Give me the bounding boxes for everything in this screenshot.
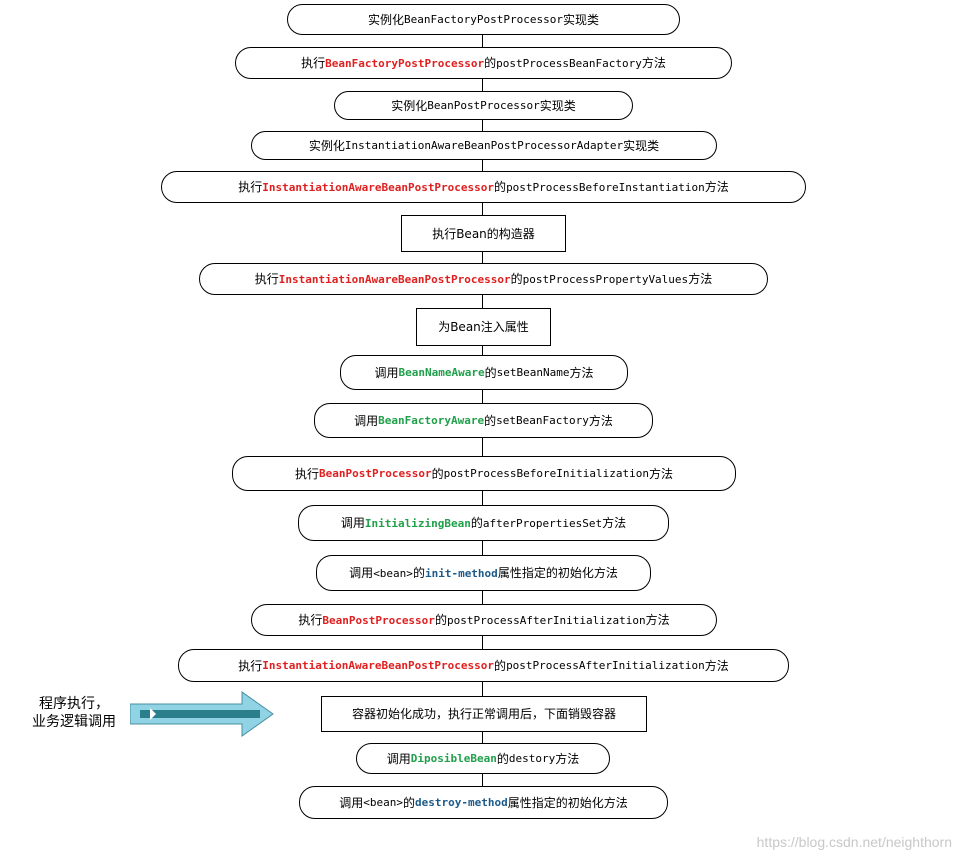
flow-step-11-text-5: 方法 [648, 466, 673, 481]
flow-step-14-text-4: postProcessAfterInitialization [446, 613, 646, 627]
flow-step-18-text-1: 调用 [339, 795, 364, 810]
side-note-line-2: 业务逻辑调用 [32, 714, 116, 730]
flow-step-2-text-2: BeanFactoryPostProcessor [325, 56, 485, 70]
flow-step-15-text-2: InstantiationAwareBeanPostProcessor [262, 659, 495, 672]
flow-step-10-text-5: 方法 [588, 413, 613, 428]
flow-step-12-text-3: 的 [470, 516, 483, 530]
right-arrow-icon [130, 691, 274, 737]
flow-step-11-text-1: 执行 [295, 466, 320, 481]
flow-step-14-text-5: 方法 [645, 613, 670, 627]
flow-step-17-text-3: 的 [496, 751, 509, 766]
flow-step-18-text-2: <bean> [363, 796, 403, 809]
flow-step-13-text-1: 调用 [349, 566, 374, 580]
flow-step-7-text-3: 的 [510, 272, 523, 286]
flow-step-2-text-4: postProcessBeanFactory [496, 56, 642, 70]
side-note-line-1: 程序执行， [39, 696, 109, 712]
flow-step-13-text-3: 的 [412, 566, 425, 580]
flow-step-8: 为Bean注入属性 [416, 308, 551, 346]
flow-step-17-text-4: destory [508, 752, 556, 765]
flow-step-3-text-3: 实现类 [539, 98, 576, 113]
flow-step-5-text-1: 执行 [238, 180, 263, 194]
flow-step-10-text-1: 调用 [354, 413, 379, 428]
flow-step-16-text-1: 容器初始化成功，执行正常调用后，下面销毁容器 [351, 707, 616, 721]
side-note: 程序执行， 业务逻辑调用 [14, 695, 134, 731]
flow-step-5-text-5: 方法 [704, 180, 729, 194]
flow-step-15-text-3: 的 [494, 658, 507, 673]
flow-step-3-text-1: 实例化 [391, 98, 428, 113]
flow-step-15-text-5: 方法 [704, 658, 729, 673]
flow-step-8-text-1: 为Bean注入属性 [438, 320, 529, 334]
flow-step-11-text-3: 的 [431, 466, 444, 481]
flow-step-7-text-4: postProcessPropertyValues [522, 272, 689, 286]
flow-step-5-text-4: postProcessBeforeInstantiation [506, 180, 705, 194]
flow-step-7-text-5: 方法 [688, 272, 713, 286]
flow-step-2-text-5: 方法 [641, 56, 666, 70]
flow-step-7-text-1: 执行 [254, 272, 279, 286]
flow-step-17-text-1: 调用 [386, 751, 411, 766]
flow-step-9-text-1: 调用 [374, 365, 399, 380]
flow-step-13-text-2: <bean> [373, 566, 413, 580]
flow-step-11-text-4: postProcessBeforeInitialization [443, 467, 649, 480]
flow-step-16: 容器初始化成功，执行正常调用后，下面销毁容器 [321, 696, 647, 732]
flow-step-4-text-3: 实现类 [623, 138, 660, 153]
flow-step-12-text-2: InitializingBean [364, 516, 471, 530]
flow-step-5-text-3: 的 [494, 180, 507, 194]
flow-step-9-text-2: BeanNameAware [398, 366, 485, 379]
flow-step-17-text-2: DiposibleBean [410, 752, 497, 765]
flow-step-9-text-3: 的 [484, 365, 497, 380]
flow-step-10-text-3: 的 [484, 413, 497, 428]
flow-step-14-text-1: 执行 [298, 613, 323, 627]
flow-step-4-text-2: InstantiationAwareBeanPostProcessorAdapt… [344, 139, 624, 152]
flow-step-11-text-2: BeanPostProcessor [319, 467, 432, 480]
flow-step-14-text-2: BeanPostProcessor [322, 613, 435, 627]
flow-step-15-text-4: postProcessAfterInitialization [506, 659, 705, 672]
flow-step-9-text-5: 方法 [569, 365, 594, 380]
flow-step-2-text-3: 的 [484, 56, 497, 70]
flow-step-6-text-1: 执行Bean的构造器 [432, 226, 535, 241]
flow-step-13-text-4: init-method [424, 566, 498, 580]
flow-step-6: 执行Bean的构造器 [401, 215, 566, 252]
flow-step-13-text-5: 属性指定的初始化方法 [497, 566, 618, 580]
flow-step-17-text-5: 方法 [555, 751, 580, 766]
watermark-url: https://blog.csdn.net/neighthorn [756, 834, 952, 850]
flow-step-12-text-1: 调用 [340, 516, 365, 530]
flow-step-4-text-1: 实例化 [308, 138, 345, 153]
flow-step-5-text-2: InstantiationAwareBeanPostProcessor [262, 180, 495, 194]
flow-step-3-text-2: BeanPostProcessor [427, 99, 540, 112]
flow-step-1-text-1: 实例化 [368, 12, 405, 27]
flow-step-10-text-2: BeanFactoryAware [378, 414, 485, 427]
flow-step-1-text-3: 实现类 [562, 12, 599, 27]
flow-step-9-text-4: setBeanName [496, 366, 570, 379]
flow-step-2-text-1: 执行 [301, 56, 326, 70]
flow-step-18-text-3: 的 [403, 795, 416, 810]
flow-step-18-text-5: 属性指定的初始化方法 [507, 795, 628, 810]
flow-step-18-text-4: destroy-method [415, 796, 508, 809]
flow-step-12-text-4: afterPropertiesSet [482, 516, 603, 530]
flow-step-1-text-2: BeanFactoryPostProcessor [404, 13, 563, 26]
flow-step-14-text-3: 的 [434, 613, 447, 627]
flow-step-7-text-2: InstantiationAwareBeanPostProcessor [278, 272, 511, 286]
flow-step-10-text-4: setBeanFactory [496, 414, 589, 427]
flow-step-12-text-5: 方法 [602, 516, 627, 530]
flow-step-15-text-1: 执行 [238, 658, 263, 673]
